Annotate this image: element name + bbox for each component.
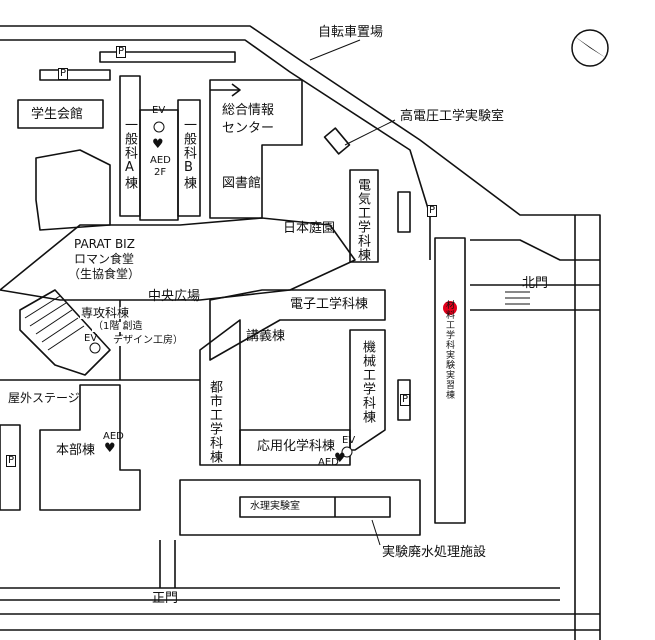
outdoor-stage-label: 屋外ステージ <box>8 391 80 405</box>
parking-box <box>397 191 411 233</box>
applied-chem-shape <box>239 429 351 466</box>
parat-biz-label: PARAT BIZ <box>74 237 135 251</box>
central-plaza-label: 中央広場 <box>148 289 201 304</box>
boundary-road <box>0 39 431 260</box>
ev-icon <box>153 121 165 133</box>
japanese-garden-label: 日本庭園 <box>283 221 336 236</box>
ev-icon <box>89 342 101 354</box>
parking-icon: P <box>427 205 438 217</box>
info-center-shape <box>209 79 303 219</box>
parking-icon: P <box>6 455 17 467</box>
north-gate-hatch <box>505 291 530 305</box>
water-lab-shape <box>239 496 391 518</box>
senkou-sub2-label: デザイン工房） <box>112 335 184 346</box>
boundary-road <box>0 25 601 640</box>
aed-label: AED <box>103 431 124 442</box>
ev-label: EV <box>342 435 356 446</box>
main-gate-label: 正門 <box>152 591 179 606</box>
left-block <box>0 424 21 511</box>
parking-strip <box>99 51 236 63</box>
senkou-label: 専攻科棟 <box>80 306 131 320</box>
lecture-label: 講義棟 <box>246 329 286 344</box>
ab-connector <box>139 109 179 221</box>
mechanical-label: 機械工学科棟 <box>360 340 375 424</box>
applied-chem-label: 応用化学科棟 <box>256 439 337 454</box>
ev-label: EV <box>152 105 166 116</box>
hv-lab-shape <box>323 127 351 155</box>
ev-icon <box>341 446 353 458</box>
aed-heart-icon: ♥ <box>152 137 164 152</box>
aed-label: AED <box>318 457 339 468</box>
aed-heart-icon: ♥ <box>104 441 116 456</box>
central-plaza-outline <box>0 217 356 301</box>
library-label: 図書館 <box>222 176 262 191</box>
senkou-sub1-label: （1階 創造 <box>92 321 144 332</box>
road <box>470 239 600 261</box>
main-bldg-shape <box>39 384 141 511</box>
seikyo-label: （生協食堂） <box>68 267 141 281</box>
parking-icon: P <box>58 68 69 80</box>
wastewater-label: 実験廃水処理施設 <box>382 545 487 560</box>
general-b-label: 一般科B棟 <box>181 118 196 190</box>
electronic-shape <box>209 289 386 361</box>
leader-line <box>344 119 396 146</box>
leader-line <box>309 39 361 61</box>
main-bldg-label: 本部棟 <box>56 443 96 458</box>
current-location-marker <box>443 301 457 315</box>
senkou-shape <box>19 289 111 376</box>
parking-strip <box>39 69 111 81</box>
floor-2f-label: 2F <box>154 167 167 178</box>
compass-icon <box>571 29 609 67</box>
north-gate-label: 北門 <box>522 276 549 291</box>
electrical-shape <box>349 169 379 263</box>
student-hall-label: 学生会館 <box>30 107 85 122</box>
aed-heart-icon: ♥ <box>334 451 346 466</box>
parking-icon: P <box>116 46 127 58</box>
leader-line <box>371 519 381 546</box>
canteen-shape <box>35 149 111 231</box>
hv-lab-label: 高電圧工学実験室 <box>400 109 505 124</box>
urban-label: 都市工学科棟 <box>207 380 222 464</box>
info-center-label-1: 総合情報 <box>222 103 275 118</box>
student-hall-shape <box>17 99 104 129</box>
ev-label: EV <box>84 333 98 344</box>
compound-outline <box>179 479 421 536</box>
water-lab-label: 水理実験室 <box>250 501 300 512</box>
info-center-label-2: センター <box>222 121 275 136</box>
bicycle-parking-label: 自転車置場 <box>318 25 384 40</box>
materials-shape <box>434 237 466 524</box>
aed-label: AED <box>150 155 171 166</box>
electronic-label: 電子工学科棟 <box>290 297 369 312</box>
parking-icon: P <box>400 394 411 406</box>
materials-label: 材料工学科実験実習棟 <box>444 300 454 400</box>
general-a-label: 一般科A棟 <box>122 118 137 190</box>
electrical-label: 電気工学科棟 <box>355 178 370 262</box>
roman-shokudo-label: ロマン食堂 <box>74 252 135 266</box>
